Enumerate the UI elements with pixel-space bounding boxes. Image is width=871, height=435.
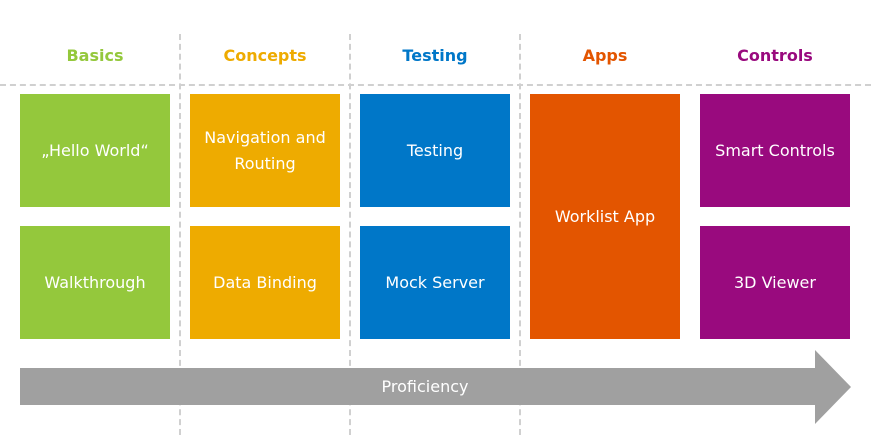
header-divider bbox=[0, 84, 871, 86]
proficiency-arrow bbox=[20, 350, 851, 424]
proficiency-label: Proficiency bbox=[381, 377, 469, 396]
column-divider bbox=[519, 34, 521, 435]
header-testing: Testing bbox=[402, 46, 468, 65]
column-divider bbox=[179, 34, 181, 435]
tile-smart-controls[interactable]: Smart Controls bbox=[700, 94, 850, 207]
tile-hello-world[interactable]: „Hello World“ bbox=[20, 94, 170, 207]
header-apps: Apps bbox=[582, 46, 628, 65]
header-controls: Controls bbox=[737, 46, 813, 65]
header-basics: Basics bbox=[66, 46, 124, 65]
column-divider bbox=[349, 34, 351, 435]
arrow-shape bbox=[20, 350, 851, 424]
tile-worklist-app[interactable]: Worklist App bbox=[530, 94, 680, 339]
tile-navigation-routing[interactable]: Navigation and Routing bbox=[190, 94, 340, 207]
tile-mock-server[interactable]: Mock Server bbox=[360, 226, 510, 339]
tile-walkthrough[interactable]: Walkthrough bbox=[20, 226, 170, 339]
tile-3d-viewer[interactable]: 3D Viewer bbox=[700, 226, 850, 339]
tile-testing[interactable]: Testing bbox=[360, 94, 510, 207]
tile-data-binding[interactable]: Data Binding bbox=[190, 226, 340, 339]
header-concepts: Concepts bbox=[223, 46, 307, 65]
